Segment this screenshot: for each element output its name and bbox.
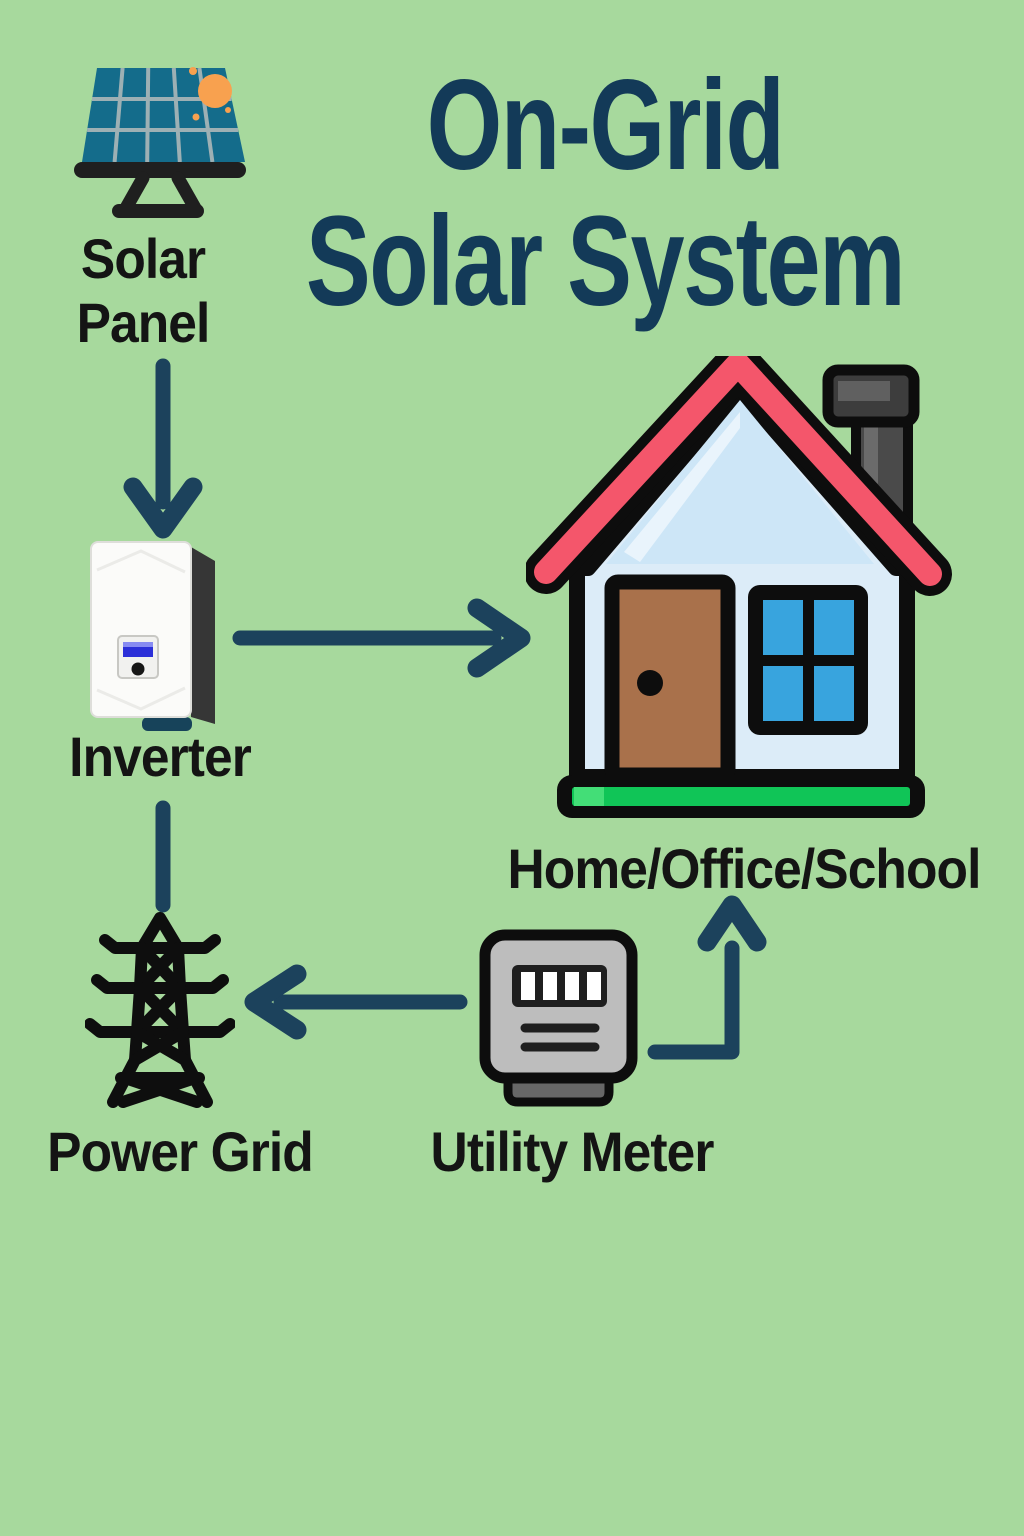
arrow-inverter-to-home — [232, 598, 531, 678]
power-grid-label: Power Grid — [47, 1120, 314, 1183]
house-icon — [526, 356, 952, 818]
inverter-label: Inverter — [69, 725, 252, 788]
window — [748, 585, 868, 735]
page-title: On-Grid Solar System — [225, 58, 985, 330]
roof — [526, 356, 952, 596]
arrow-meter-to-power-grid — [244, 964, 468, 1040]
utility-meter-label: Utility Meter — [430, 1120, 715, 1183]
arrow-meter-to-home — [647, 895, 767, 1060]
meter-display — [512, 965, 607, 1007]
utility-meter-icon — [479, 929, 638, 1107]
solar-panel-icon — [74, 67, 246, 218]
home-office-school-label: Home/Office/School — [507, 837, 982, 900]
sun-icon — [189, 67, 232, 121]
house-base — [557, 775, 925, 818]
door — [604, 574, 736, 783]
solar-panel-label: Solar Panel — [76, 227, 211, 354]
inverter-icon — [90, 541, 215, 731]
arrow-solar-to-inverter — [123, 358, 203, 539]
title-line-2: Solar System — [305, 190, 906, 333]
inverter-display — [117, 635, 159, 679]
title-line-1: On-Grid — [426, 54, 785, 197]
transmission-tower-icon — [85, 912, 235, 1108]
